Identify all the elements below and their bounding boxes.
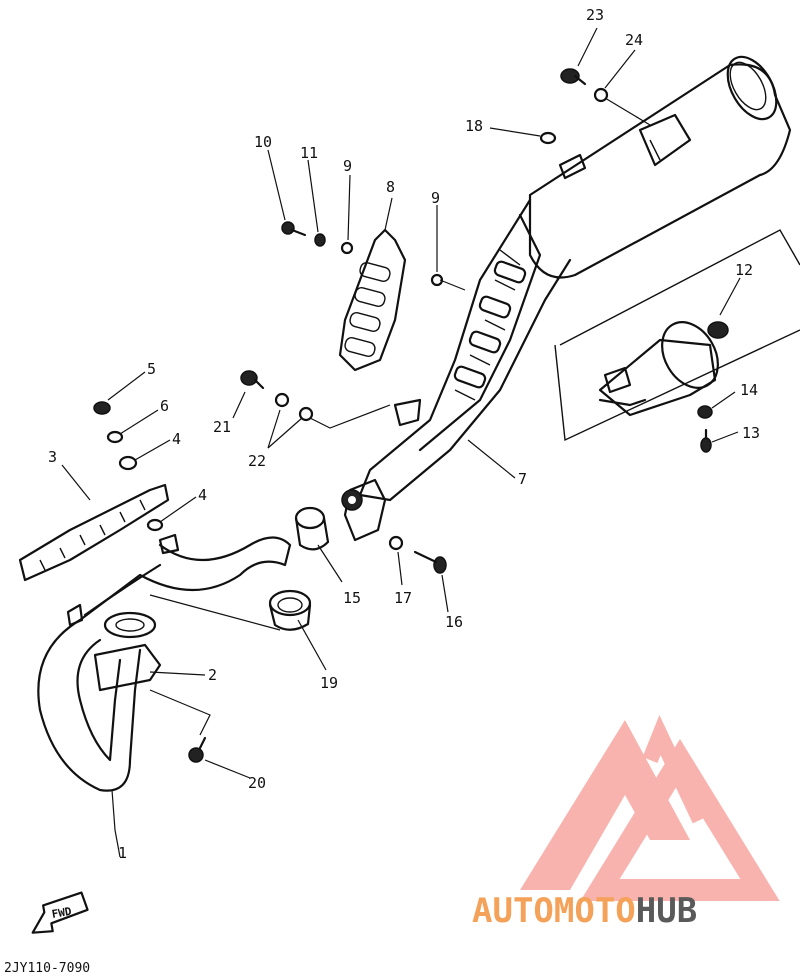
callout-18: 18	[465, 117, 483, 135]
callout-23: 23	[586, 6, 604, 24]
protector-3	[18, 483, 170, 582]
diagram-code: 2JY110-7090	[4, 961, 90, 975]
callout-1: 1	[118, 844, 127, 862]
callout-10: 10	[254, 133, 272, 151]
leader-lines	[61, 27, 741, 858]
callout-22: 22	[248, 452, 266, 470]
callout-9a: 9	[343, 157, 352, 175]
callout-16: 16	[445, 613, 463, 631]
callout-20: 20	[248, 774, 266, 792]
callout-labels: 1 2 3 4 4 5 6 7 8 9 9 10 11 12 13 14 15 …	[48, 6, 760, 862]
exhaust-pipe-7	[341, 198, 572, 542]
watermark-text: AUTOMOTOHUB	[472, 891, 697, 931]
callout-13: 13	[742, 424, 760, 442]
svg-text:AUTOMOTOHUB: AUTOMOTOHUB	[472, 891, 697, 931]
callout-17: 17	[394, 589, 412, 607]
callout-15: 15	[343, 589, 361, 607]
callout-4a: 4	[172, 430, 181, 448]
fwd-label: FWD	[51, 905, 73, 921]
callout-8: 8	[386, 178, 395, 196]
callout-19: 19	[320, 674, 338, 692]
callout-9b: 9	[431, 189, 440, 207]
exhaust-pipe-1	[37, 533, 292, 792]
callout-7: 7	[518, 470, 527, 488]
bolts-and-nuts	[93, 68, 713, 763]
callout-14: 14	[740, 381, 758, 399]
callout-11: 11	[300, 144, 318, 162]
silencer-12	[554, 229, 800, 442]
callout-3: 3	[48, 448, 57, 466]
callout-5: 5	[147, 360, 156, 378]
callout-24: 24	[625, 31, 643, 49]
heat-protector-8	[338, 228, 407, 372]
automotohub-logo	[520, 714, 780, 901]
callout-12: 12	[735, 261, 753, 279]
watermark-brand-hub: HUB	[636, 891, 697, 931]
callout-6: 6	[160, 397, 169, 415]
assembly-lines	[149, 97, 651, 736]
watermark-brand-auto: AUTOMOTO	[472, 891, 636, 931]
callout-21: 21	[213, 418, 231, 436]
callout-4b: 4	[198, 486, 207, 504]
callout-2: 2	[208, 666, 217, 684]
muffler	[528, 55, 792, 279]
fwd-arrow-icon: FWD	[31, 891, 89, 934]
